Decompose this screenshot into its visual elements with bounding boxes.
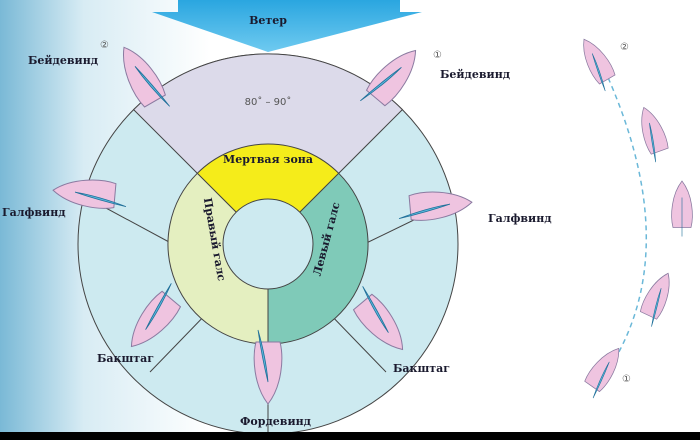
label-close-hauled-right: Бейдевинд [440, 68, 510, 81]
hull-shape [641, 106, 669, 155]
sail-shape [651, 288, 662, 327]
hull-shape [583, 38, 616, 85]
sail-shape [360, 67, 402, 102]
tack-boat-3 [671, 180, 693, 237]
boat-beam-reach-left [52, 179, 127, 209]
sail-shape [398, 203, 451, 220]
right-tack-zone [167, 172, 269, 345]
left-tack-zone [267, 172, 369, 345]
marker-one: ① [433, 50, 442, 61]
tack-ring: Мертвая зона Правый галс Левый галс [167, 143, 369, 345]
label-beam-reach-right: Галфвинд [488, 212, 552, 225]
boat-beam-reach-right [398, 191, 473, 221]
wind-arrow: Ветер [152, 0, 422, 52]
boat-close-hauled-right [360, 49, 417, 107]
sail-shape [362, 286, 389, 333]
tack-marker-one: ① [622, 374, 631, 385]
wind-label: Ветер [249, 14, 287, 27]
marker-two: ② [100, 40, 109, 51]
hull-shape [352, 293, 404, 351]
boat-close-hauled-left [123, 46, 170, 108]
tack-marker-two: ② [620, 42, 629, 53]
angle-label: 80˚ – 90˚ [245, 96, 292, 108]
label-close-hauled-left: Бейдевинд [28, 54, 98, 67]
dead-zone-label: Мертвая зона [223, 153, 313, 166]
sail-shape [649, 122, 657, 163]
tack-boat-4 [641, 106, 669, 163]
tack-boat-1 [584, 347, 620, 399]
sail-shape [592, 361, 610, 399]
hull-shape [584, 347, 620, 393]
hull-shape [639, 272, 670, 320]
hull-shape [365, 49, 417, 107]
bottom-bar [0, 432, 700, 440]
label-beam-reach-left: Галфвинд [2, 206, 66, 219]
tacking-path [599, 59, 648, 376]
sail-shape [257, 329, 269, 383]
label-run: Фордевинд [240, 415, 311, 428]
tack-boat-2 [639, 272, 670, 327]
sail-shape [145, 283, 172, 330]
label-broad-reach-right: Бакштаг [393, 362, 450, 375]
label-broad-reach-left: Бакштаг [97, 352, 154, 365]
dead-zone [196, 143, 340, 245]
inner-circle [222, 198, 314, 290]
hull-shape [253, 341, 283, 405]
hull-shape [130, 290, 182, 348]
sail-shape [591, 53, 606, 92]
boat-broad-reach-right [352, 286, 404, 351]
sail-shape [134, 66, 170, 107]
boat-run [253, 329, 283, 405]
boat-broad-reach-left [130, 283, 182, 348]
sail-shape [74, 191, 127, 208]
tack-boat-5 [583, 38, 616, 92]
